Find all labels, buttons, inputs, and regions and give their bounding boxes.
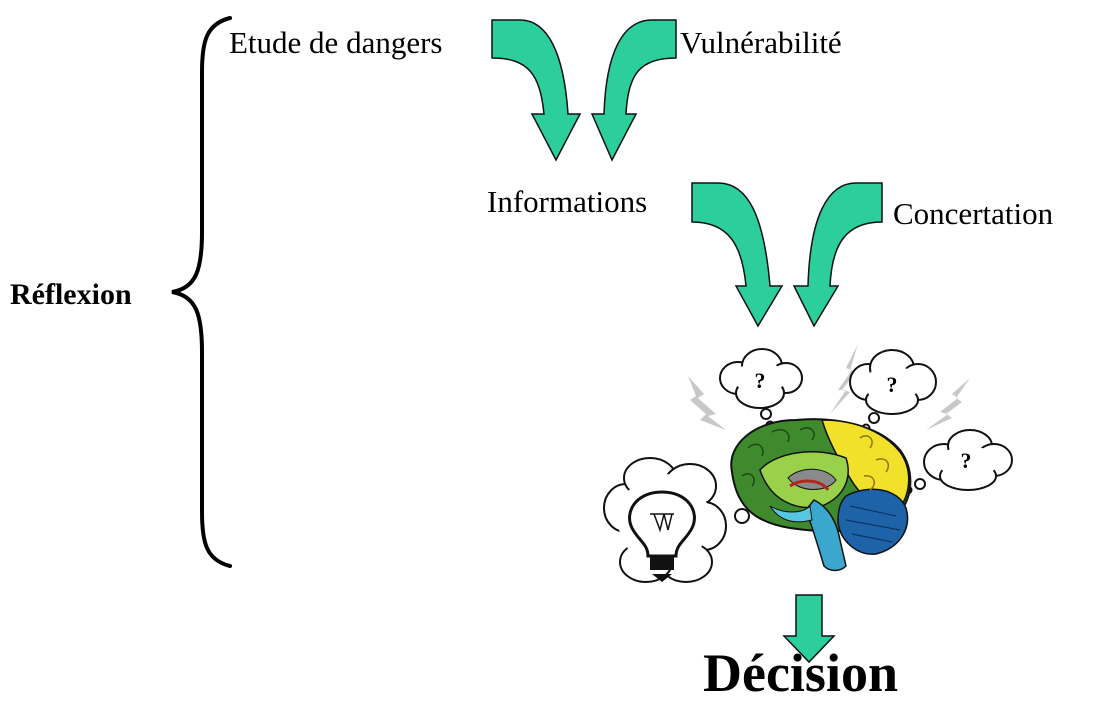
decision-label: Décision [703,643,898,703]
curved-arrow-left-stage1 [491,19,582,162]
question-mark: ? [755,368,766,393]
curved-arrow-right-stage2 [792,182,883,328]
concertation-label: Concertation [893,196,1054,231]
etude-de-dangers-label: Etude de dangers [229,25,443,60]
lightning-bolt-right [926,378,970,430]
lightning-bolt-center [830,344,858,414]
vulnerabilite-label: Vulnérabilité [680,25,842,60]
curved-arrow-left-stage2 [691,182,784,328]
thought-bubble-top-right [849,349,937,433]
curved-arrow-right-stage1 [590,19,677,162]
question-mark: ? [887,372,898,397]
down-arrow [782,594,836,664]
lightning-bolt-left [688,376,726,430]
thought-bubble-right [903,429,1013,495]
informations-label: Informations [487,184,648,219]
brain-illustration [730,418,912,572]
thought-bubble-top-left [719,348,803,430]
reflexion-label: Réflexion [10,278,132,311]
light-bulb-icon [628,490,696,582]
question-mark: ? [961,448,972,473]
curly-brace [171,16,232,568]
